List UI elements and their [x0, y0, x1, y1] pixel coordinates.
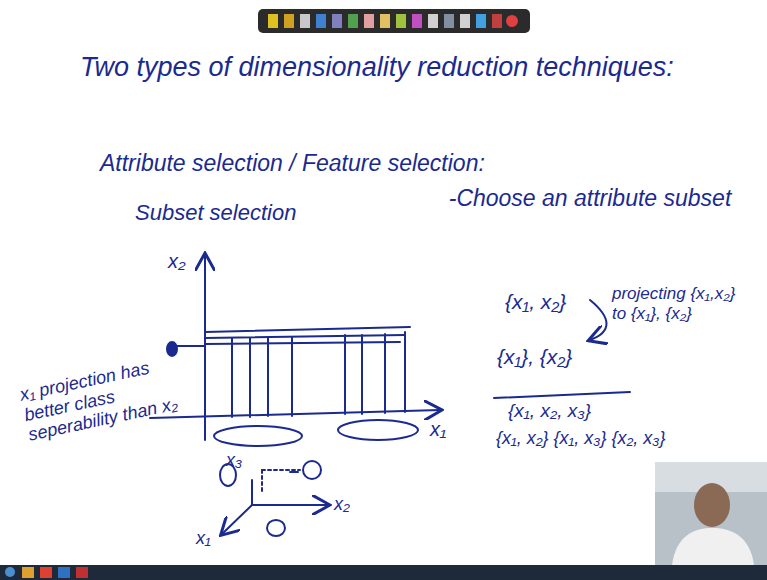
axis-label: x₃	[226, 450, 242, 471]
axis-label: x₂	[334, 494, 350, 515]
axis-label: x₁	[196, 528, 211, 549]
projection-plot	[150, 255, 630, 536]
set-label: {x₁, x₂, x₃}	[508, 400, 591, 422]
note: x₁ projection has better class seperabil…	[18, 350, 197, 446]
note: Subset selection	[135, 200, 296, 225]
taskbar	[0, 565, 767, 580]
toolbar	[258, 9, 530, 33]
set-label: {x₁, x₂} {x₁, x₃} {x₂, x₃}	[496, 428, 665, 449]
set-label: {x₁, x₂}	[505, 290, 566, 314]
axis-label: x₂	[168, 250, 186, 273]
video-inset	[655, 462, 767, 565]
heading: Attribute selection / Feature selection:	[100, 150, 485, 176]
slide-title: Two types of dimensionality reduction te…	[80, 52, 674, 83]
note: projecting {x₁,x₂} to {x₁}, {x₂}	[612, 284, 752, 323]
set-label: {x₁}, {x₂}	[497, 345, 572, 369]
axis-label: x₁	[430, 418, 446, 441]
note: -Choose an attribute subset	[440, 185, 740, 211]
